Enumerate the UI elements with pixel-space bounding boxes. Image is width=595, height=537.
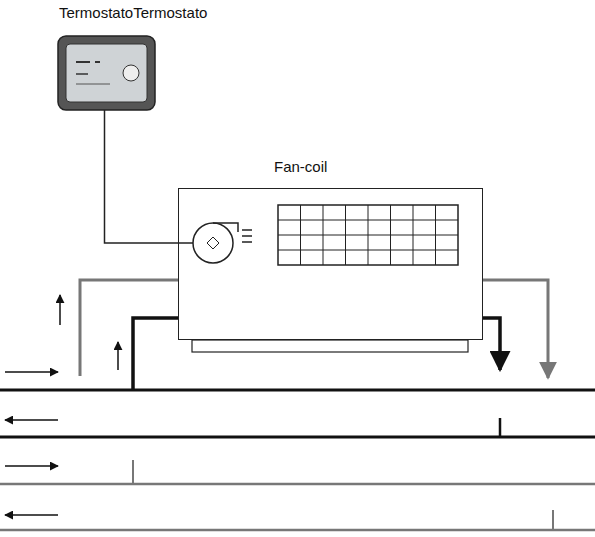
node-body [178, 188, 483, 340]
node-body [58, 36, 155, 110]
node-label: TermostatoTermostato [58, 4, 208, 21]
thermostat: TermostatoTermostato [58, 4, 218, 110]
control-wire [105, 110, 194, 243]
node-label: Fan-coil [273, 158, 328, 175]
pipes [0, 280, 595, 530]
thermostat-device [58, 36, 155, 110]
fan-coil-unit: Fan-coil [178, 158, 483, 340]
fan-coil-internals [192, 205, 468, 352]
